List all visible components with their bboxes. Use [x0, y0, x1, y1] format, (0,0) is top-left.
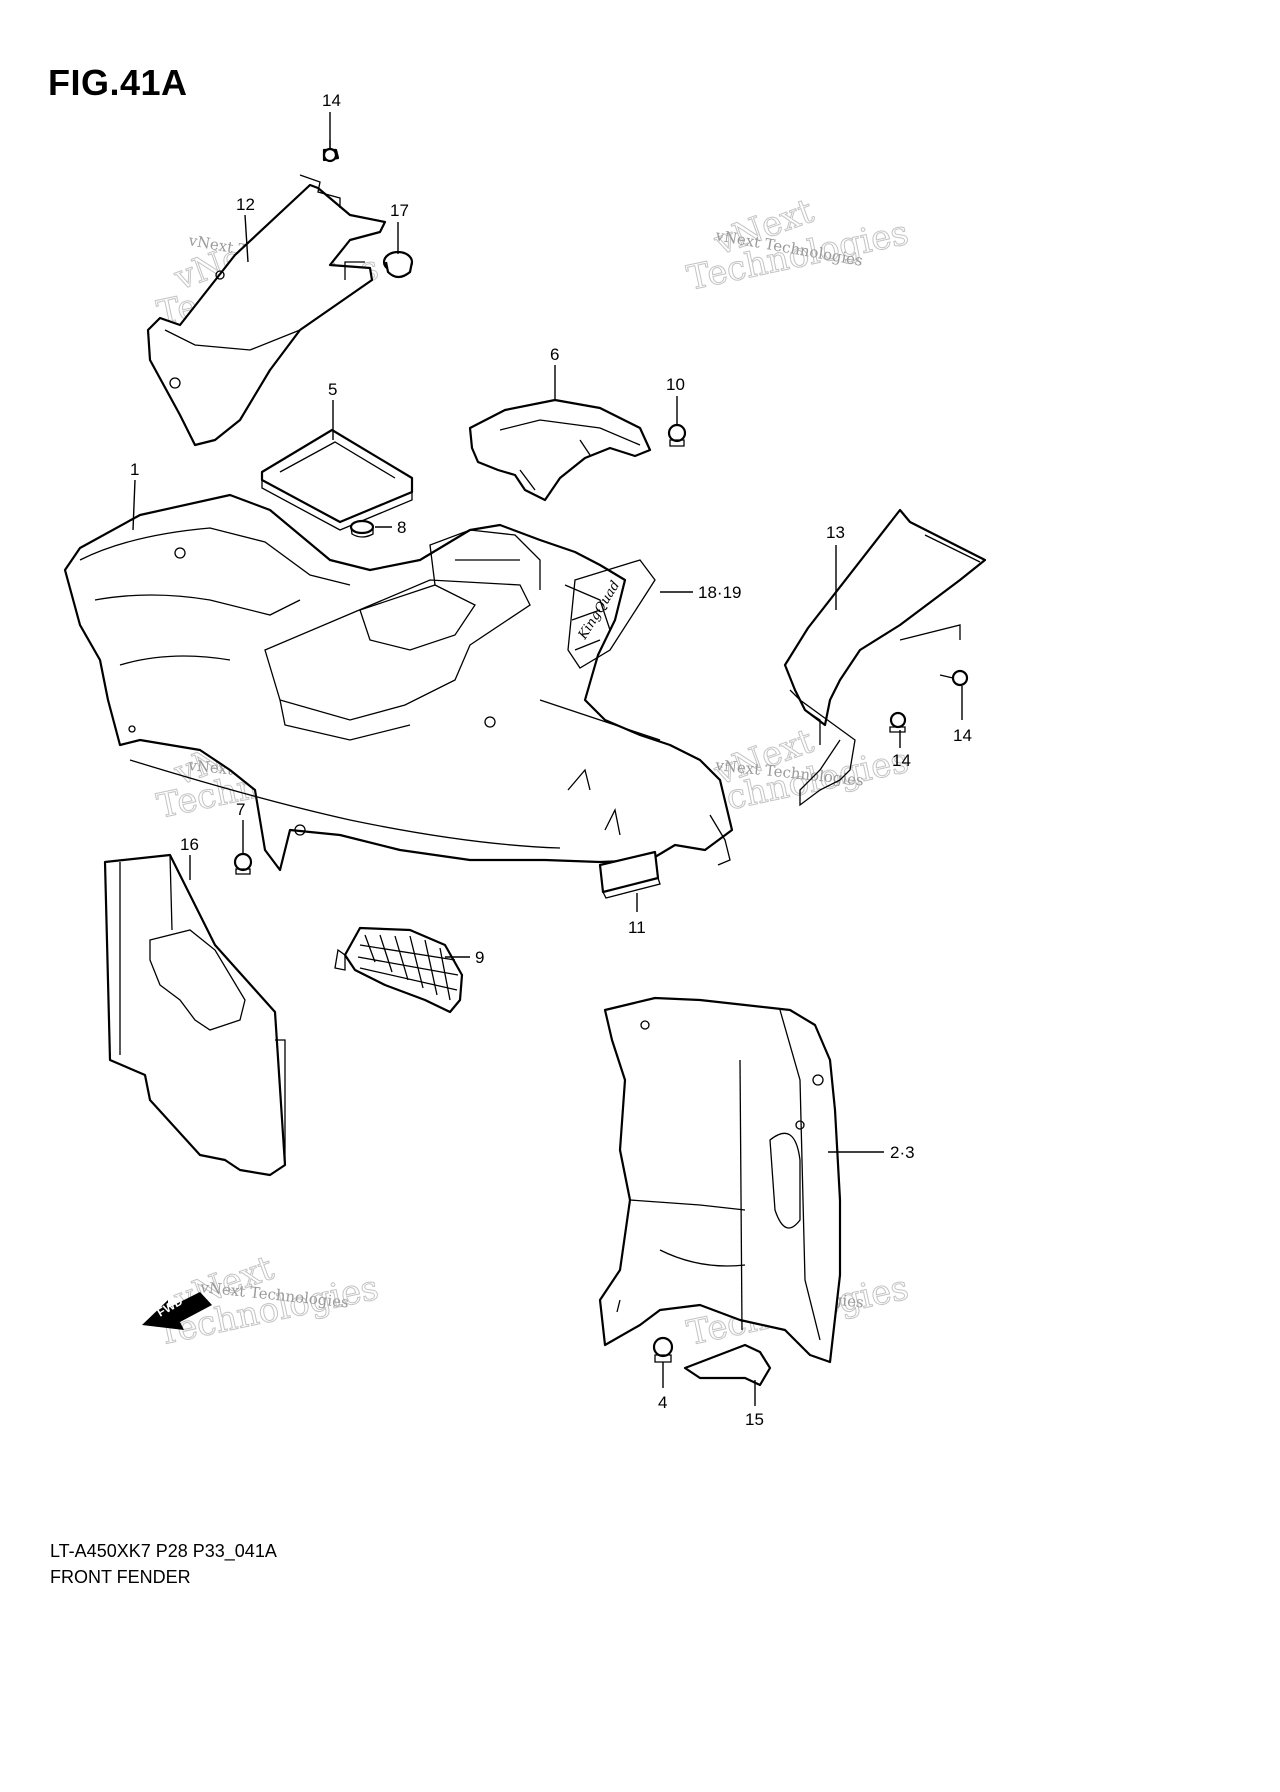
part-10-screw [667, 423, 687, 447]
part-11-reflector [598, 850, 661, 899]
part-13-side-cover-right [783, 508, 987, 807]
callout-8: 8 [397, 518, 406, 537]
callout-11: 11 [628, 918, 646, 937]
diagram-footer: LT-A450XK7 P28 P33_041A FRONT FENDER [50, 1538, 277, 1590]
diagram-code: LT-A450XK7 P28 P33_041A [50, 1541, 277, 1561]
callout-9: 9 [475, 948, 484, 967]
callout-17: 17 [390, 201, 409, 220]
callout-14-right-lower: 14 [892, 751, 911, 770]
part-8-grommet [349, 519, 375, 538]
callout-18-19: 18·19 [698, 583, 741, 602]
part-9-grille [334, 926, 464, 1014]
part-15-trim [683, 1343, 772, 1387]
callout-1: 1 [130, 460, 139, 479]
callout-14-right-upper: 14 [953, 726, 972, 745]
figure-title: FIG.41A [48, 62, 188, 103]
part-1-front-fender: KingQuad [63, 493, 734, 872]
callout-7: 7 [236, 800, 245, 819]
callout-2-3: 2·3 [890, 1143, 915, 1162]
part-14-screw-right-upper [939, 669, 969, 687]
part-2-3-mud-guard [598, 996, 842, 1364]
diagram-caption: FRONT FENDER [50, 1567, 191, 1587]
callout-16: 16 [180, 835, 199, 854]
part-12-side-cover-left [146, 174, 387, 447]
leader-lines [132, 112, 963, 1406]
callout-13: 13 [826, 523, 845, 542]
callout-6: 6 [550, 345, 559, 364]
callout-12: 12 [236, 195, 255, 214]
part-16-inner-panel [103, 853, 287, 1177]
callout-5: 5 [328, 380, 337, 399]
part-14-screw-right-lower [889, 711, 907, 733]
part-6-front-cover [468, 398, 652, 502]
callout-labels: 14 12 17 5 6 10 1 8 13 18·19 14 14 7 16 … [130, 91, 972, 1429]
watermark-top-right: vNext Technologies vNext Technologies [683, 190, 912, 299]
part-4-screw [652, 1336, 674, 1363]
callout-10: 10 [666, 375, 685, 394]
callout-14: 14 [322, 91, 341, 110]
callout-4: 4 [658, 1393, 667, 1412]
part-14-screw-top [322, 140, 340, 163]
part-7-screw [233, 852, 253, 875]
part-5-lid [260, 428, 414, 531]
part-17-grommet [382, 250, 414, 279]
callout-15: 15 [745, 1410, 764, 1429]
